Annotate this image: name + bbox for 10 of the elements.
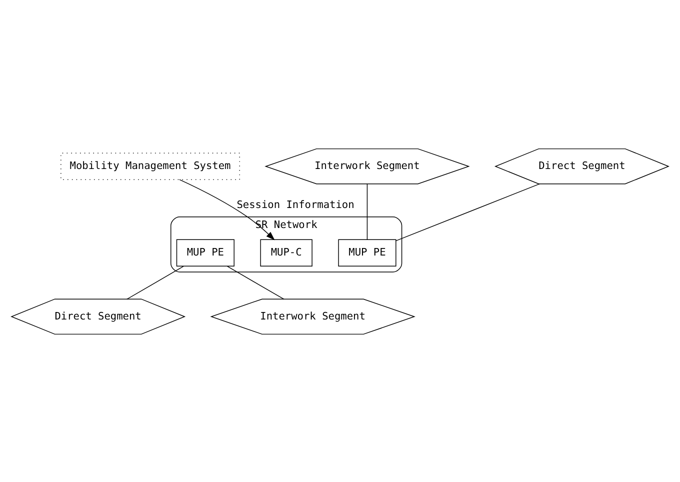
connector [126,265,184,300]
connector [396,182,540,241]
node-box: MUP-C [260,238,312,266]
connector [366,183,368,240]
node-box: MUP PE [176,238,234,266]
edge-label: Session Information [236,198,354,211]
node-box: Mobility Management System [60,152,240,180]
node-box: MUP PE [338,238,396,266]
arrow [179,178,275,240]
connector [226,265,284,300]
